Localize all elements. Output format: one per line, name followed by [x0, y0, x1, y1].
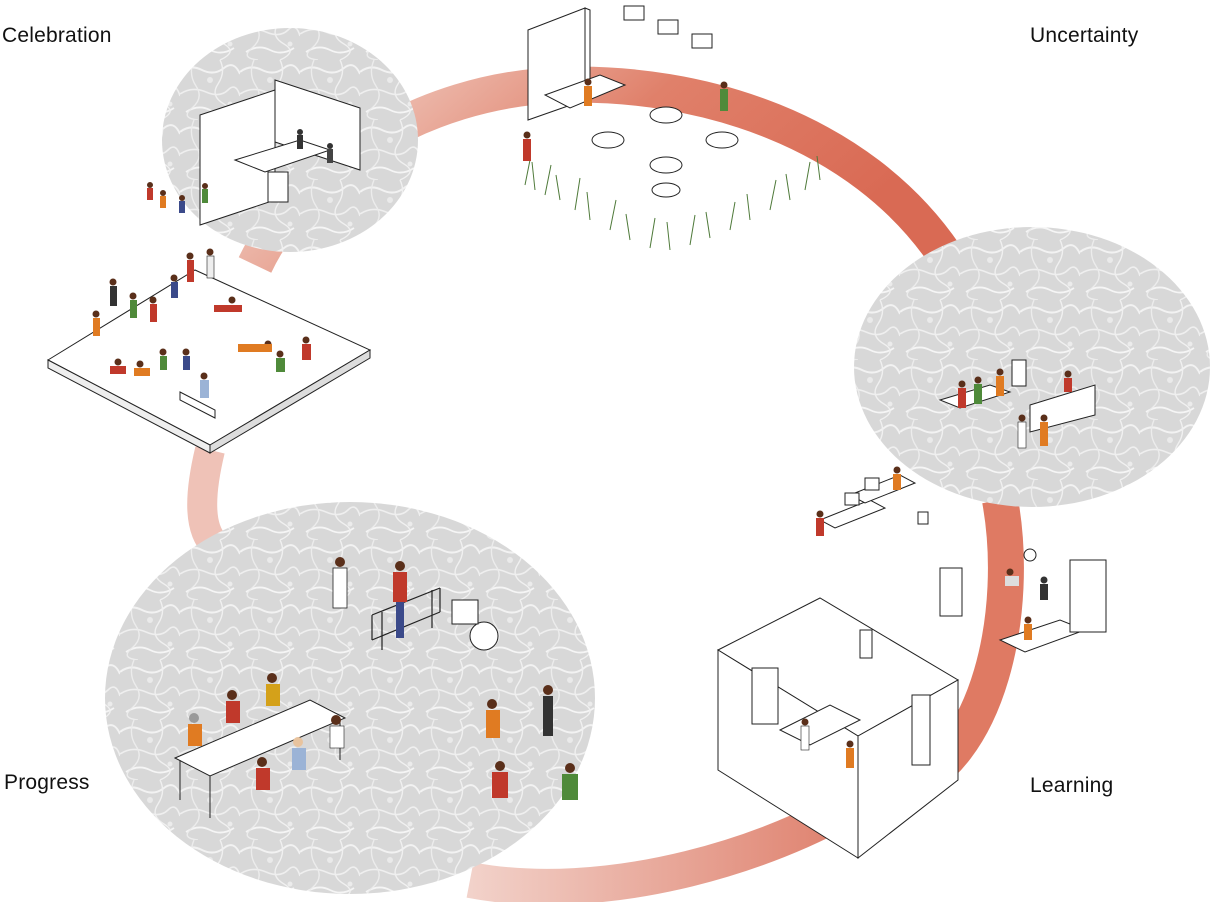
waiting-room-vignette: [854, 227, 1210, 507]
lab-room: [718, 598, 958, 858]
stage-label-celebration: Celebration: [2, 24, 112, 48]
celebration-vignette: [147, 28, 418, 252]
progress-vignette: [105, 502, 595, 894]
stage-label-learning: Learning: [1030, 774, 1113, 798]
outdoor-plaza: [48, 249, 370, 454]
office-desks: [816, 467, 928, 537]
stage-label-progress: Progress: [4, 771, 90, 795]
stage-label-uncertainty: Uncertainty: [1030, 24, 1138, 48]
